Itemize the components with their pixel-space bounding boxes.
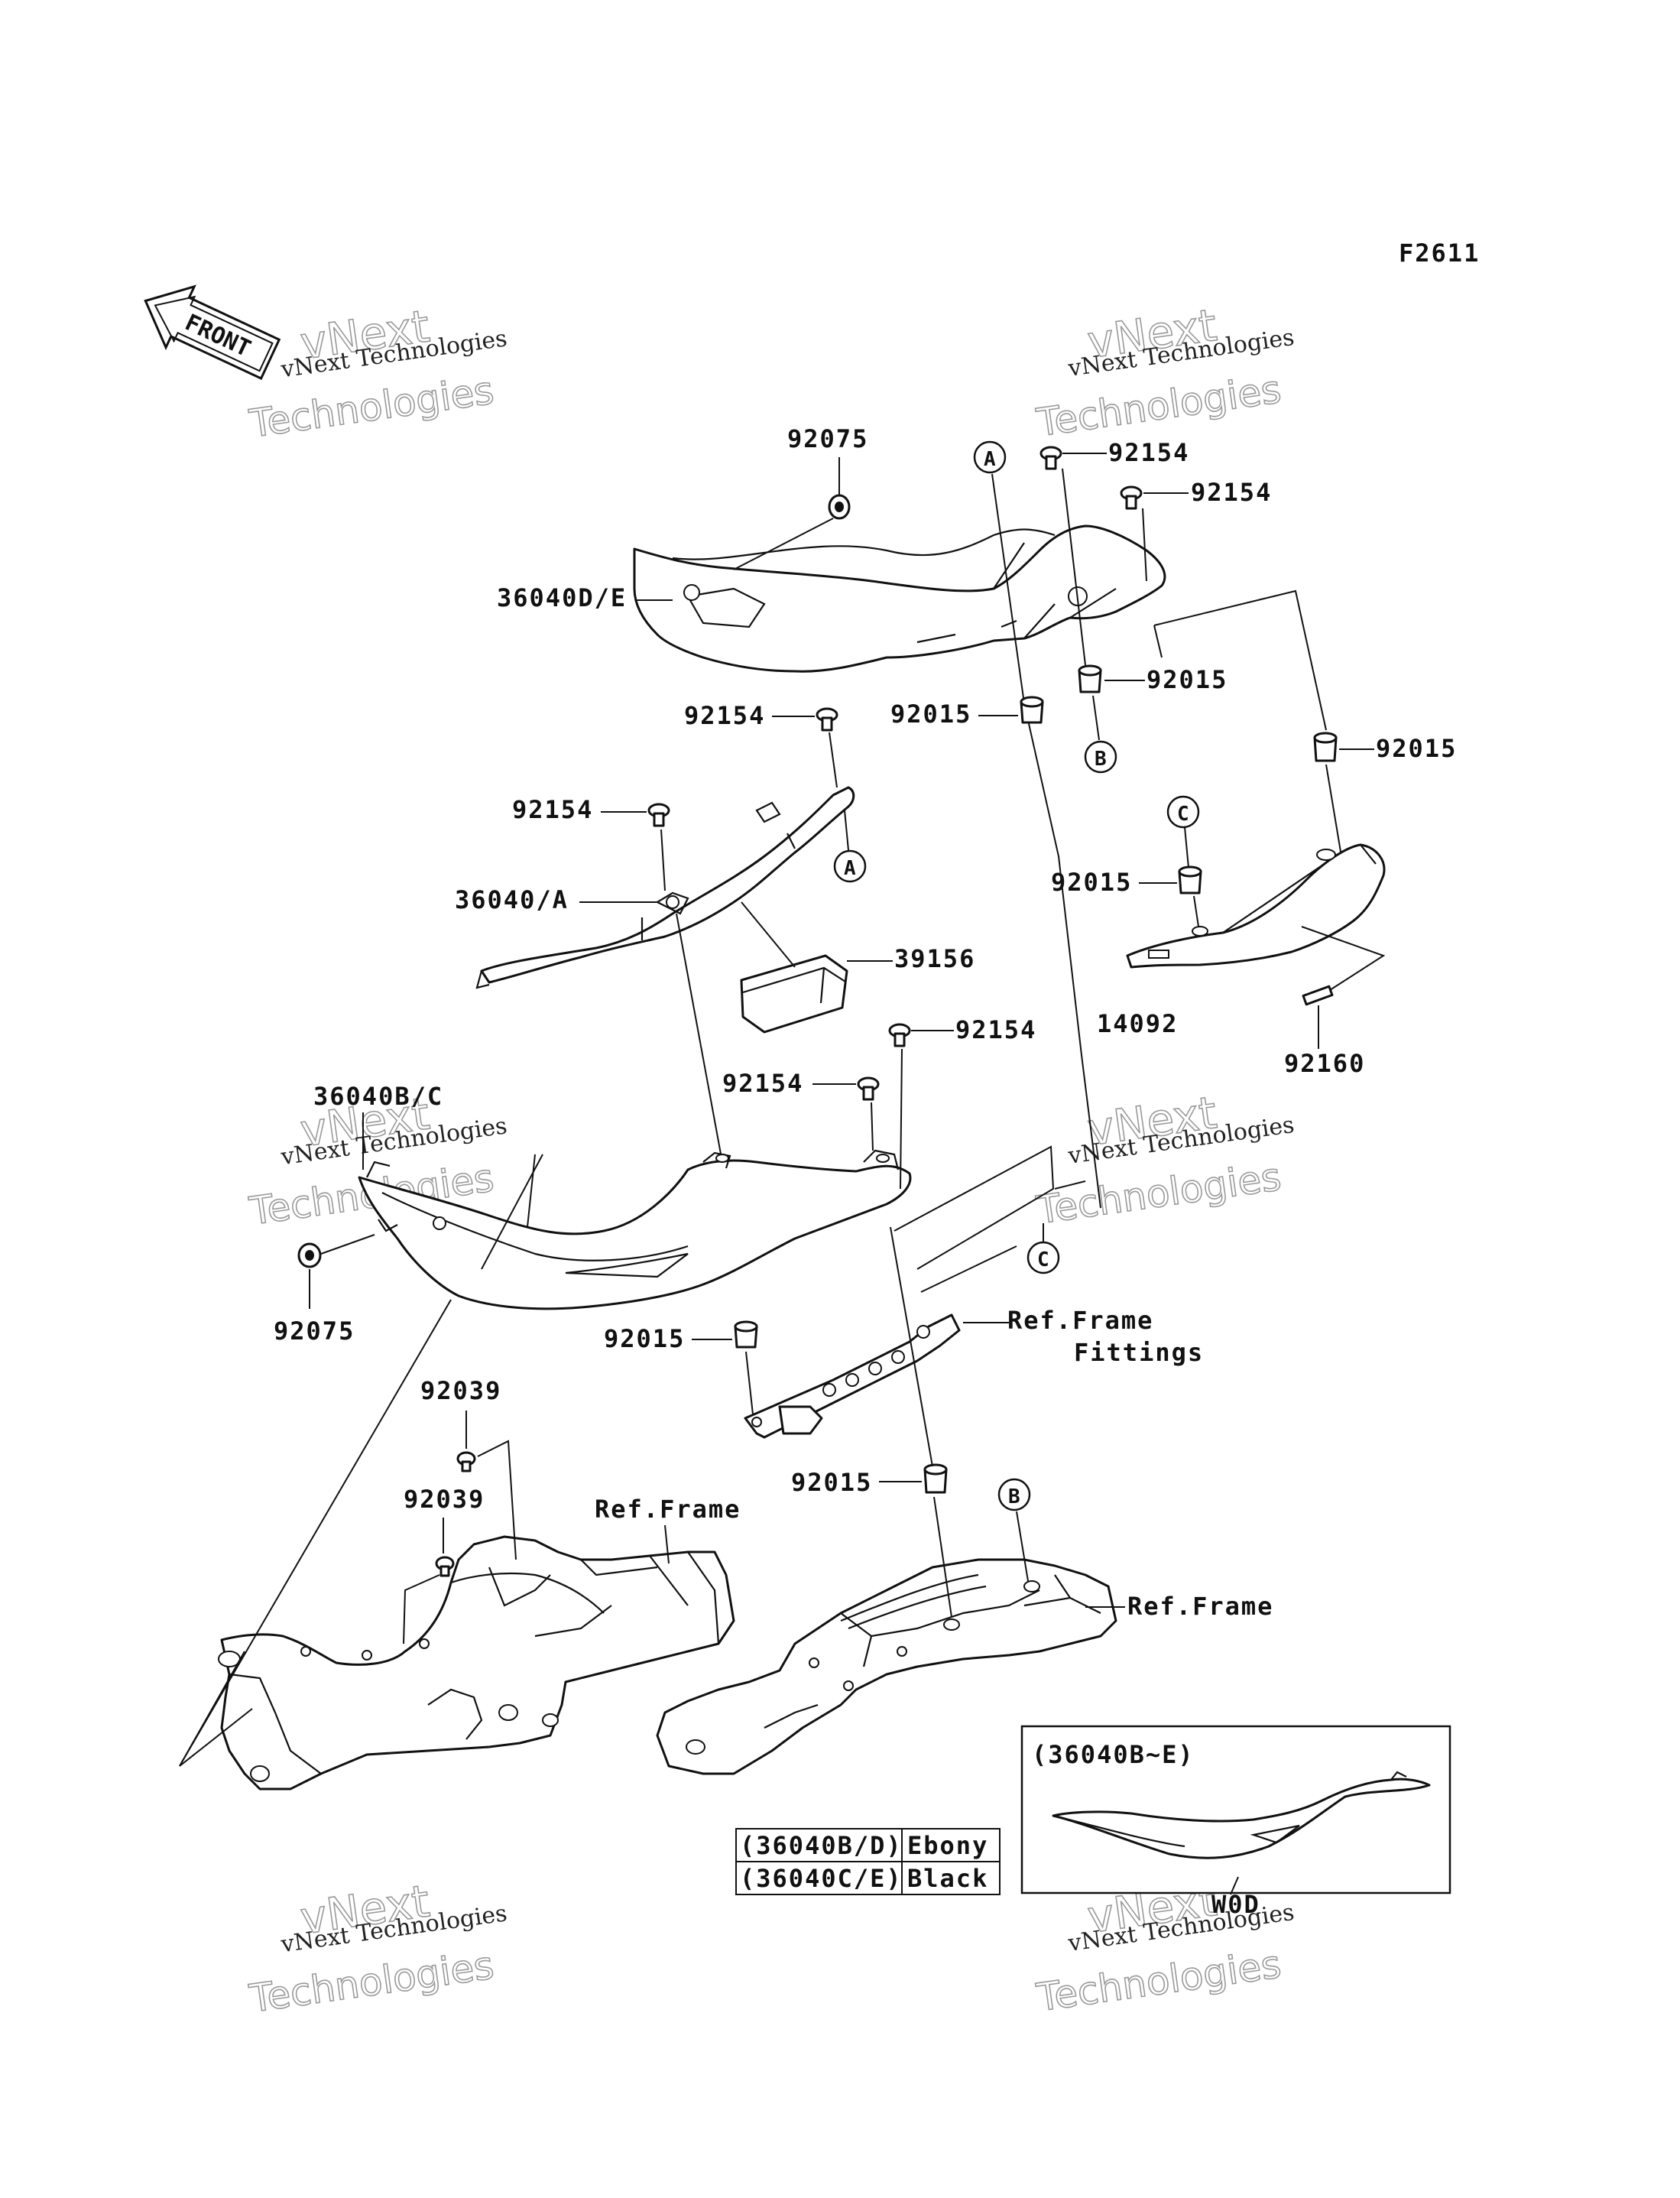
callout-a-mid: A bbox=[833, 849, 867, 883]
label-92039-b: 92039 bbox=[404, 1485, 485, 1514]
part-92015-bushing-d bbox=[1178, 865, 1202, 894]
label-92015-c: 92015 bbox=[1376, 734, 1457, 763]
color-table: (36040B/D) Ebony (36040C/E) Black bbox=[735, 1828, 1001, 1895]
callout-a-label: A bbox=[984, 448, 996, 471]
part-92154-screw-e bbox=[888, 1023, 911, 1047]
callout-c-label: C bbox=[1177, 803, 1189, 826]
label-92039-a: 92039 bbox=[420, 1376, 501, 1405]
part-92015-bushing-c bbox=[1313, 732, 1338, 762]
callout-c-mid: C bbox=[1026, 1241, 1060, 1274]
watermark-mid-right: vNext vNext Technologies Technologies bbox=[1033, 1086, 1296, 1233]
table-cell-color: Ebony bbox=[907, 1831, 988, 1860]
label-ref-frame-1: Ref.Frame bbox=[595, 1495, 741, 1524]
watermark-bottom-left: vNext vNext Technologies Technologies bbox=[246, 1875, 509, 2022]
label-92015-a: 92015 bbox=[890, 700, 971, 729]
label-36040bc: 36040B/C bbox=[313, 1082, 443, 1111]
part-frame-fitting-bracket bbox=[744, 1313, 961, 1439]
label-92154-a: 92154 bbox=[1108, 438, 1189, 467]
part-92154-screw-b bbox=[1120, 485, 1143, 510]
part-36040de-cover bbox=[633, 524, 1166, 673]
inset-box: (36040B~E) W0D bbox=[1020, 1725, 1451, 1919]
label-92154-c: 92154 bbox=[684, 701, 765, 730]
part-92015-bushing-b bbox=[1078, 664, 1102, 693]
figure-code: F2611 bbox=[1399, 239, 1480, 268]
label-92154-e: 92154 bbox=[955, 1015, 1036, 1044]
part-92154-screw-c bbox=[816, 707, 838, 732]
label-92154-f: 92154 bbox=[722, 1069, 803, 1098]
inset-title: (36040B~E) bbox=[1032, 1740, 1195, 1769]
part-92015-bushing-e bbox=[734, 1320, 758, 1349]
label-92015-b: 92015 bbox=[1146, 665, 1228, 694]
watermark-top-right: vNext vNext Technologies Technologies bbox=[1033, 298, 1296, 446]
part-92154-screw-d bbox=[647, 803, 670, 827]
part-36040bc-side-cover bbox=[358, 1149, 912, 1310]
callout-b-bot: B bbox=[997, 1478, 1031, 1511]
label-92154-d: 92154 bbox=[512, 795, 593, 824]
part-92154-screw-a bbox=[1039, 446, 1062, 470]
label-36040a: 36040/A bbox=[455, 885, 569, 914]
callout-a-top: A bbox=[973, 440, 1007, 474]
label-92075-bot: 92075 bbox=[274, 1317, 355, 1346]
callout-c-top: C bbox=[1166, 795, 1200, 829]
label-92154-b: 92154 bbox=[1191, 478, 1272, 507]
part-14092-bracket bbox=[1126, 843, 1386, 969]
part-92015-bushing-a bbox=[1020, 696, 1044, 724]
table-cell-color: Black bbox=[907, 1864, 988, 1893]
inset-note: W0D bbox=[1211, 1890, 1260, 1919]
part-92015-bushing-f bbox=[923, 1463, 948, 1494]
part-92160-pin bbox=[1302, 985, 1334, 1006]
label-ref-frame-2: Ref.Frame bbox=[1127, 1592, 1273, 1621]
label-ref-frame-fittings-1: Ref.Frame bbox=[1007, 1306, 1153, 1335]
label-92015-e: 92015 bbox=[604, 1324, 685, 1353]
part-ref-frame-left bbox=[218, 1535, 735, 1791]
label-39156: 39156 bbox=[894, 944, 975, 973]
part-92075-grommet-top bbox=[828, 494, 851, 520]
part-36040a-rail bbox=[475, 786, 855, 989]
front-arrow-icon: FRONT bbox=[144, 284, 281, 380]
callout-b-top: B bbox=[1084, 740, 1117, 774]
callout-a-label: A bbox=[844, 857, 856, 880]
part-92154-screw-f bbox=[857, 1076, 880, 1101]
table-cell-code: (36040C/E) bbox=[740, 1864, 903, 1893]
watermark-top-left: vNext vNext Technologies Technologies bbox=[246, 300, 509, 447]
label-92015-d: 92015 bbox=[1051, 868, 1132, 897]
part-92039-bolt-a bbox=[456, 1451, 476, 1472]
label-14092: 14092 bbox=[1097, 1009, 1178, 1038]
label-92160: 92160 bbox=[1284, 1049, 1365, 1078]
callout-b-label: B bbox=[1008, 1485, 1020, 1508]
label-36040de: 36040D/E bbox=[497, 583, 627, 612]
part-92039-bolt-b bbox=[435, 1556, 455, 1577]
label-ref-frame-fittings-2: Fittings bbox=[1074, 1338, 1204, 1367]
table-cell-code: (36040B/D) bbox=[740, 1831, 903, 1860]
part-39156-pad bbox=[740, 954, 848, 1034]
callout-b-label: B bbox=[1095, 748, 1107, 771]
label-92015-f: 92015 bbox=[791, 1468, 872, 1497]
callout-c-label: C bbox=[1037, 1248, 1049, 1271]
part-92075-grommet-bot bbox=[297, 1242, 322, 1268]
label-92075-top: 92075 bbox=[787, 424, 868, 453]
